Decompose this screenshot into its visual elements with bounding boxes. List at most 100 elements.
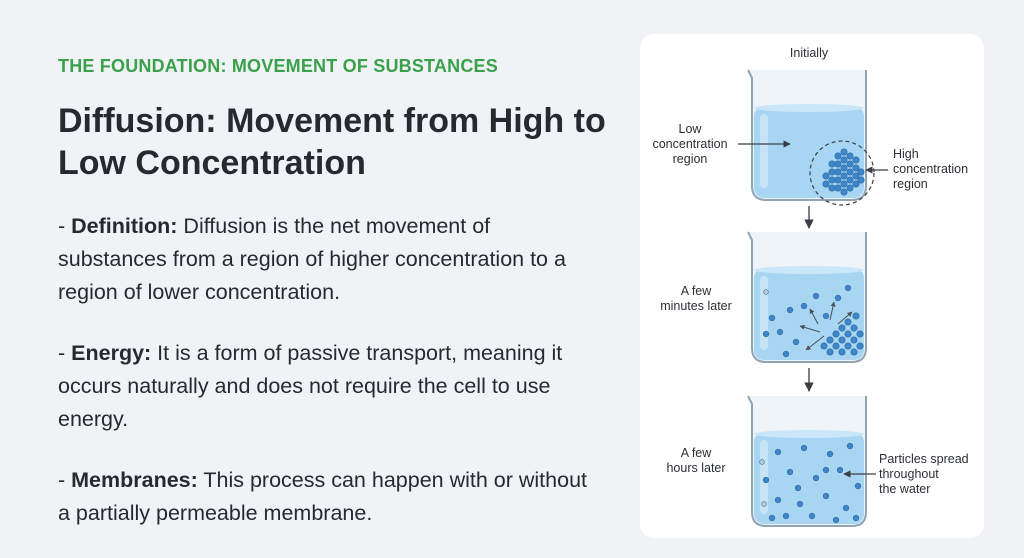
particle bbox=[852, 514, 860, 522]
particle bbox=[846, 184, 854, 192]
particle bbox=[850, 336, 858, 344]
low-concentration-label: Low concentration region bbox=[652, 122, 728, 166]
diffusion-diagram-panel: Initially Low concentration region High … bbox=[640, 34, 984, 538]
particle bbox=[842, 504, 850, 512]
particle bbox=[822, 466, 830, 474]
particle bbox=[834, 168, 842, 176]
particle bbox=[796, 500, 804, 508]
particle bbox=[822, 180, 830, 188]
particle bbox=[852, 180, 860, 188]
particle bbox=[844, 318, 852, 326]
bullet-membranes: - Membranes: This process can happen wit… bbox=[58, 468, 588, 525]
stage-label-hours-later: A few hours later bbox=[666, 446, 726, 475]
particle bbox=[844, 342, 852, 350]
particle bbox=[832, 516, 840, 524]
particle-cluster bbox=[822, 148, 865, 196]
high-concentration-region bbox=[809, 140, 875, 206]
particle bbox=[768, 314, 776, 322]
particle bbox=[840, 156, 848, 164]
particle bbox=[812, 474, 820, 482]
particle bbox=[782, 350, 790, 358]
particle bbox=[840, 172, 848, 180]
bullet-definition: - Definition: Diffusion is the net movem… bbox=[58, 214, 566, 304]
particle bbox=[776, 328, 784, 336]
particle bbox=[822, 312, 830, 320]
bullet-list: - Definition: Diffusion is the net movem… bbox=[58, 210, 598, 558]
beaker-initially bbox=[747, 69, 875, 206]
particle bbox=[840, 164, 848, 172]
particle bbox=[828, 168, 836, 176]
particle bbox=[846, 152, 854, 160]
bullet-energy: - Energy: It is a form of passive transp… bbox=[58, 341, 563, 431]
spread-arrows bbox=[799, 301, 853, 351]
particle bbox=[834, 294, 842, 302]
particle bbox=[800, 302, 808, 310]
stage-title-initially: Initially bbox=[789, 46, 829, 60]
particle bbox=[761, 501, 767, 507]
particles-spread-label: Particles spread throughout the water bbox=[879, 452, 969, 496]
particle bbox=[822, 172, 830, 180]
particle bbox=[786, 306, 794, 314]
particle bbox=[768, 514, 776, 522]
bullet-text: It is a form of passive transport, meani… bbox=[58, 341, 563, 431]
particle bbox=[854, 482, 862, 490]
particle bbox=[812, 292, 820, 300]
particle bbox=[808, 512, 816, 520]
particle bbox=[826, 348, 834, 356]
particle bbox=[852, 312, 860, 320]
particle bbox=[828, 160, 836, 168]
particle bbox=[763, 289, 769, 295]
particle bbox=[838, 336, 846, 344]
particle bbox=[774, 448, 782, 456]
particle bbox=[838, 348, 846, 356]
particle bbox=[852, 164, 860, 172]
particle bbox=[838, 324, 846, 332]
particle bbox=[846, 160, 854, 168]
particle bbox=[786, 468, 794, 476]
particle bbox=[834, 160, 842, 168]
particle bbox=[834, 176, 842, 184]
beaker-hours-later bbox=[747, 395, 867, 527]
particle bbox=[762, 476, 770, 484]
particle bbox=[857, 168, 865, 176]
particle-cluster bbox=[762, 284, 864, 358]
particle bbox=[792, 338, 800, 346]
particle bbox=[832, 330, 840, 338]
particle bbox=[856, 342, 864, 350]
particle bbox=[840, 180, 848, 188]
particle bbox=[826, 450, 834, 458]
page-title: Diffusion: Movement from High to Low Con… bbox=[58, 102, 606, 182]
particle bbox=[844, 330, 852, 338]
diffusion-diagram bbox=[738, 69, 888, 527]
particle bbox=[820, 342, 828, 350]
particle bbox=[857, 176, 865, 184]
particle bbox=[794, 484, 802, 492]
particle bbox=[828, 184, 836, 192]
bullet-term: Membranes: bbox=[71, 468, 198, 492]
particle bbox=[844, 284, 852, 292]
particle bbox=[836, 466, 844, 474]
particle bbox=[834, 152, 842, 160]
particle bbox=[828, 176, 836, 184]
high-concentration-label: High concentration region bbox=[893, 147, 969, 191]
particle bbox=[759, 459, 765, 465]
bullet-term: Energy: bbox=[71, 341, 152, 365]
particle bbox=[850, 348, 858, 356]
particle bbox=[850, 324, 858, 332]
particle bbox=[782, 512, 790, 520]
particle bbox=[846, 176, 854, 184]
particle bbox=[834, 184, 842, 192]
particle bbox=[822, 492, 830, 500]
particle bbox=[826, 336, 834, 344]
beaker-minutes-later bbox=[747, 231, 867, 363]
particle bbox=[840, 188, 848, 196]
particle bbox=[832, 342, 840, 350]
bullet-text: Diffusion is the net movement of substan… bbox=[58, 214, 566, 304]
kicker: THE FOUNDATION: MOVEMENT OF SUBSTANCES bbox=[58, 56, 498, 76]
particle bbox=[774, 496, 782, 504]
particle bbox=[852, 172, 860, 180]
bullet-term: Definition: bbox=[71, 214, 178, 238]
particle bbox=[840, 148, 848, 156]
particle bbox=[762, 330, 770, 338]
particle bbox=[846, 442, 854, 450]
